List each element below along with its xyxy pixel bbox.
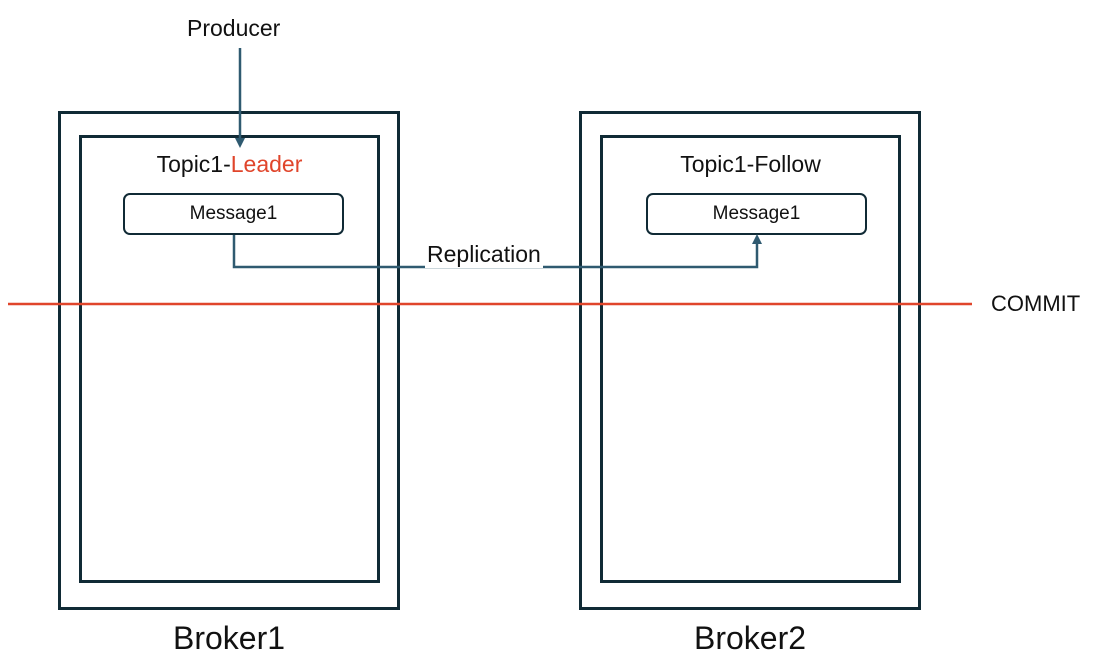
- broker1-label: Broker1: [172, 620, 286, 656]
- broker1-message-box: Message1: [123, 193, 344, 235]
- broker1-topic-role: Leader: [230, 151, 303, 177]
- broker2-topic-prefix: Topic1-: [680, 151, 755, 177]
- broker1-topic-box: [79, 135, 380, 583]
- broker1-outer-box: [58, 111, 400, 610]
- broker2-topic-title: Topic1-Follow: [600, 151, 901, 178]
- broker2-topic-role: Follow: [754, 151, 821, 177]
- broker1-topic-title: Topic1-Leader: [79, 151, 380, 178]
- broker2-topic-box: [600, 135, 901, 583]
- broker2-label: Broker2: [693, 620, 807, 656]
- broker2-message-box: Message1: [646, 193, 867, 235]
- replication-label: Replication: [425, 241, 543, 268]
- broker1-topic-prefix: Topic1-: [156, 151, 231, 177]
- broker2-message-label: Message1: [712, 203, 801, 224]
- broker1-message-label: Message1: [189, 203, 278, 224]
- commit-label: COMMIT: [991, 291, 1081, 316]
- producer-label: Producer: [187, 15, 281, 41]
- broker2-outer-box: [579, 111, 921, 610]
